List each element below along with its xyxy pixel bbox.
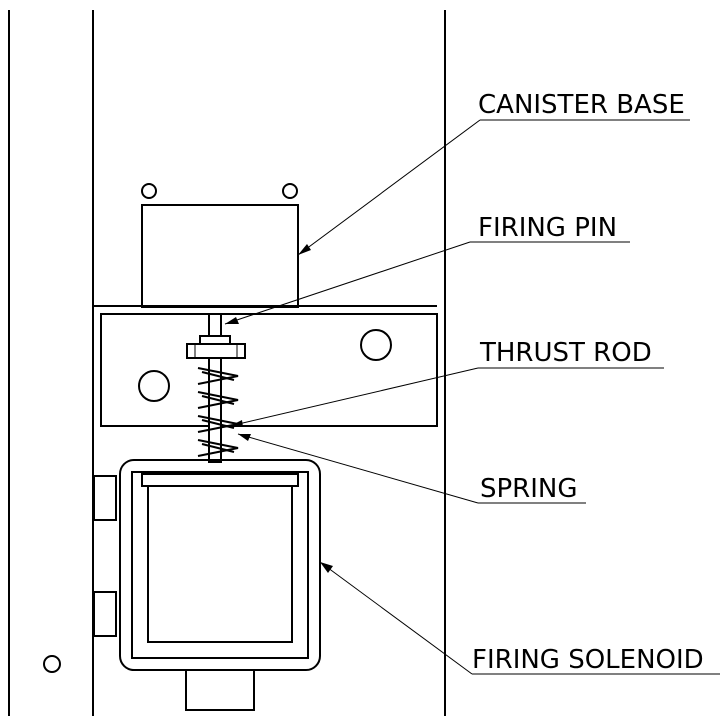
- firing-solenoid: [93, 459, 321, 711]
- frame-rails: [8, 10, 446, 716]
- label-canister-base: CANISTER BASE: [478, 90, 685, 120]
- mounting-bracket: [93, 305, 438, 427]
- firing-pin: [186, 313, 246, 359]
- thrust-rod: [208, 357, 222, 463]
- label-firing-pin: FIRING PIN: [478, 213, 617, 243]
- canister-base: [141, 183, 299, 308]
- leader-lines: [224, 119, 720, 675]
- label-firing-solenoid: FIRING SOLENOID: [472, 645, 704, 675]
- label-thrust-rod: THRUST ROD: [479, 338, 652, 368]
- mount-hole: [43, 655, 61, 673]
- leader-arrowheads: [225, 244, 333, 573]
- label-spring: SPRING: [480, 474, 578, 504]
